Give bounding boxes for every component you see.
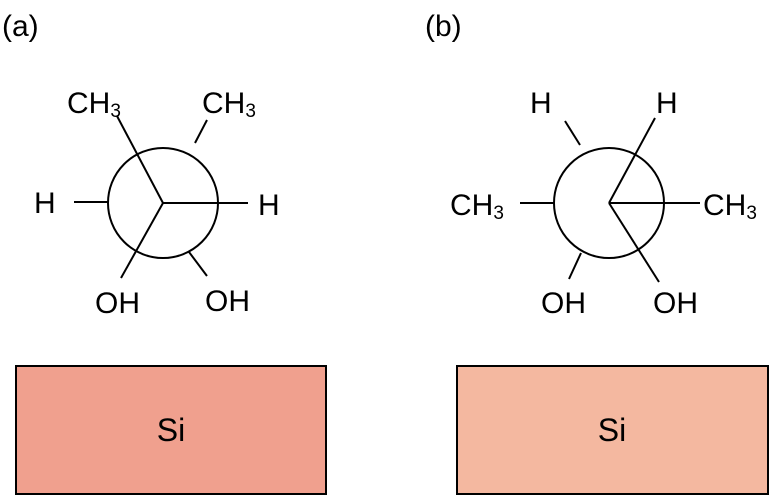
panel-b-back-bond-bottom-left	[568, 252, 582, 280]
panel-a-bottom-right-substituent: OH	[205, 285, 250, 318]
panel-b-left-substituent: CH3	[450, 189, 504, 224]
panel-b-label: (b)	[425, 10, 462, 43]
panel-a-bottom-left-substituent: OH	[95, 287, 140, 320]
panel-b: (b) H H CH3 CH3 OH OH Si	[425, 10, 769, 495]
panel-a-front-bond-bottom-left	[120, 202, 164, 279]
panel-b-bottom-left-substituent: OH	[541, 287, 586, 320]
panel-a-label: (a)	[2, 10, 39, 43]
panel-b-back-bond-top-left	[564, 120, 581, 146]
panel-b-si-substrate	[456, 365, 769, 495]
panel-a-right-substituent: H	[258, 189, 280, 222]
panel-a-top-right-substituent: CH3	[202, 87, 256, 122]
panel-a-si-label: Si	[157, 412, 185, 448]
panel-b-si-label: Si	[598, 412, 626, 448]
panel-a-si-substrate	[15, 365, 327, 495]
panel-b-top-left-substituent: H	[530, 87, 552, 120]
panel-b-front-bond-bottom-right	[608, 202, 660, 283]
panel-a: (a) CH3 CH3 H H OH OH Si	[2, 10, 327, 495]
panel-b-right-substituent: CH3	[703, 189, 757, 224]
panel-a-back-bond-top-right	[194, 119, 208, 144]
panel-a-back-bond-bottom-right	[185, 247, 208, 277]
panel-b-front-bond-top-right	[608, 117, 656, 204]
panel-b-bottom-right-substituent: OH	[653, 287, 698, 320]
panel-b-top-right-substituent: H	[656, 87, 678, 120]
panel-a-top-left-substituent: CH3	[67, 87, 121, 122]
panel-a-front-bond-top-left	[116, 115, 164, 204]
panel-a-left-substituent: H	[34, 187, 56, 220]
